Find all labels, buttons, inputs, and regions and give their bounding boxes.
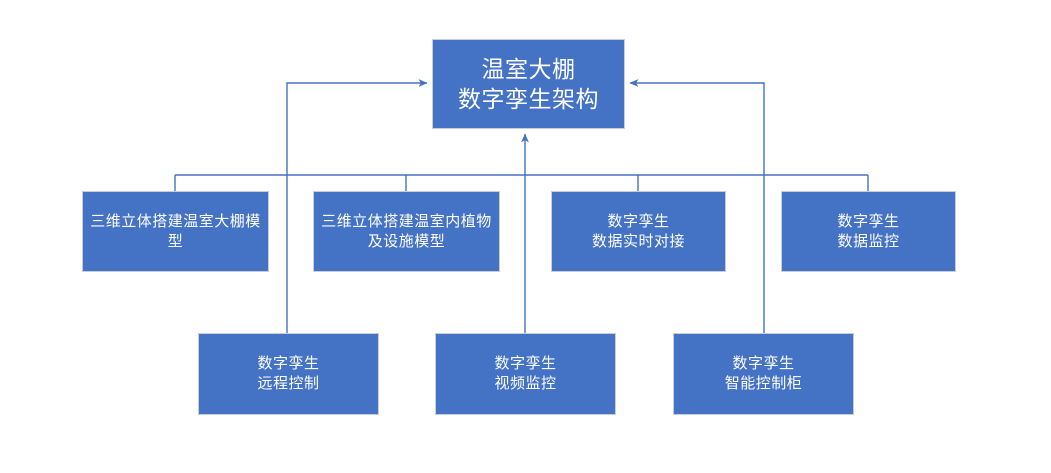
node-smart-cabinet-label: 数字孪生 智能控制柜: [724, 355, 803, 392]
node-model-plants[interactable]: 三维立体搭建温室内植物及设施模型: [313, 191, 500, 272]
node-data-monitor[interactable]: 数字孪生 数据监控: [781, 191, 956, 272]
node-root-label: 温室大棚 数字孪生架构: [458, 55, 599, 112]
node-remote-control[interactable]: 数字孪生 远程控制: [198, 333, 379, 415]
node-video-monitor-label: 数字孪生 视频监控: [494, 355, 557, 392]
node-video-monitor[interactable]: 数字孪生 视频监控: [435, 333, 616, 415]
node-model-greenhouse-label: 三维立体搭建温室大棚模型: [90, 212, 261, 250]
node-remote-control-label: 数字孪生 远程控制: [257, 355, 320, 392]
node-model-greenhouse[interactable]: 三维立体搭建温室大棚模型: [82, 191, 269, 272]
node-model-plants-label: 三维立体搭建温室内植物及设施模型: [321, 212, 492, 250]
node-data-realtime-label: 数字孪生 数据实时对接: [591, 212, 685, 250]
node-root[interactable]: 温室大棚 数字孪生架构: [432, 39, 625, 129]
node-data-realtime[interactable]: 数字孪生 数据实时对接: [551, 191, 726, 272]
node-smart-cabinet[interactable]: 数字孪生 智能控制柜: [673, 333, 854, 415]
node-data-monitor-label: 数字孪生 数据监控: [837, 212, 900, 250]
